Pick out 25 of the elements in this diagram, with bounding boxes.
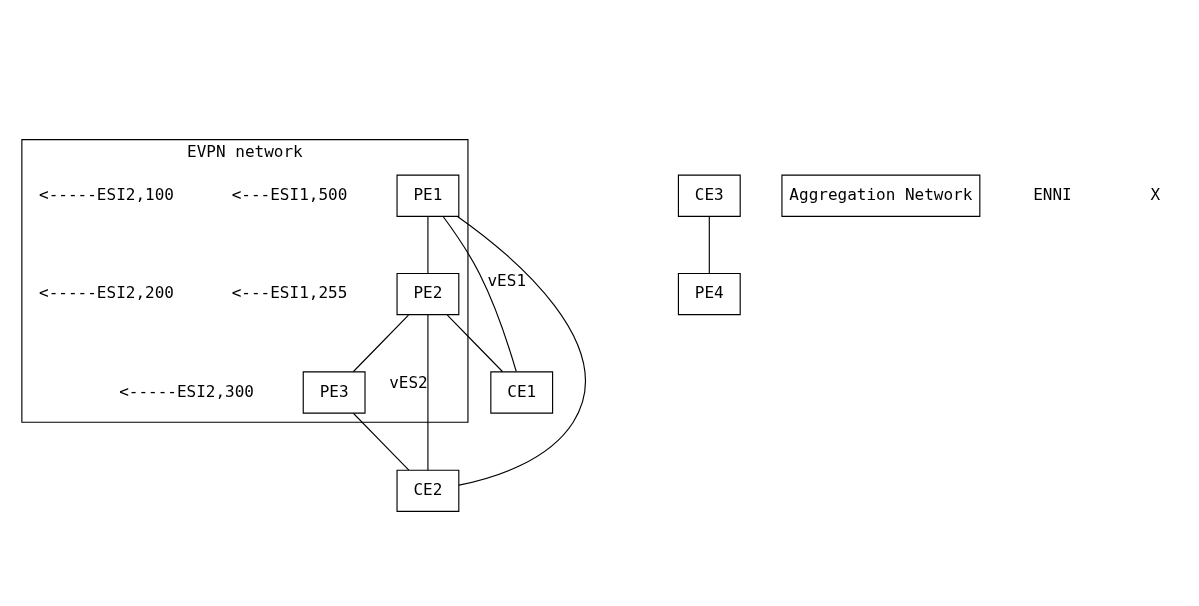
connector bbox=[427, 314, 429, 471]
node-box: PE2 bbox=[396, 272, 460, 316]
label: X bbox=[1150, 184, 1161, 204]
node-box: CE2 bbox=[396, 469, 460, 512]
connector bbox=[427, 216, 429, 274]
node-box: CE3 bbox=[677, 174, 741, 217]
node-box: PE3 bbox=[302, 371, 366, 414]
node-box: PE4 bbox=[677, 272, 741, 316]
label: ENNI bbox=[1033, 184, 1072, 204]
node-box: PE1 bbox=[396, 174, 460, 217]
edge-label: vES1 bbox=[487, 270, 527, 290]
node-box: Aggregation Network bbox=[781, 174, 981, 217]
node-label: <---ESI1,500 bbox=[231, 184, 348, 204]
connector bbox=[446, 314, 504, 373]
node-label: <-----ESI2,100 bbox=[39, 184, 174, 204]
edge-label: vES2 bbox=[389, 373, 428, 393]
node-label: <---ESI1,255 bbox=[231, 283, 348, 303]
node-label: <-----ESI2,200 bbox=[39, 283, 174, 303]
connector bbox=[442, 215, 517, 373]
connector bbox=[456, 215, 586, 486]
connector bbox=[708, 216, 710, 274]
connector bbox=[353, 412, 410, 471]
node-box: CE1 bbox=[490, 371, 554, 414]
connector bbox=[352, 314, 410, 373]
node-label: <-----ESI2,300 bbox=[119, 381, 254, 401]
